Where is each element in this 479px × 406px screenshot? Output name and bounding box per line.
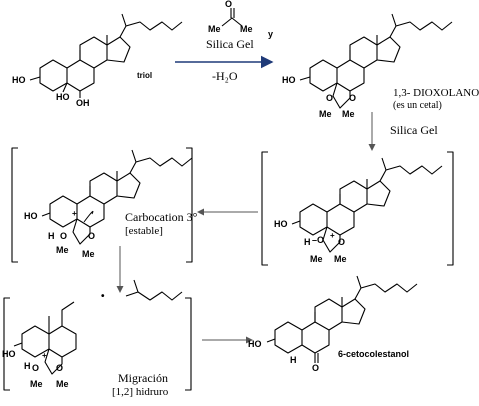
dioxolane-me-right: Me bbox=[342, 109, 355, 119]
migration-me-right: Me bbox=[56, 379, 69, 389]
protonated-o: –O bbox=[312, 235, 325, 245]
bracket-protonated bbox=[261, 151, 454, 266]
dioxolane-subtitle: (es un cetal) bbox=[393, 100, 442, 111]
step2-reagent: Silica Gel bbox=[390, 123, 438, 137]
dioxolane-o-left: O bbox=[326, 93, 334, 103]
migration-plus: + bbox=[42, 351, 47, 360]
migration-h: H bbox=[24, 361, 31, 371]
protonated-me-left: Me bbox=[310, 254, 323, 264]
product-h: H bbox=[290, 355, 297, 365]
reagent-methyl-left: Me bbox=[208, 24, 221, 34]
reaction-scheme bbox=[3, 8, 454, 391]
carbocation-me-left: Me bbox=[56, 245, 69, 255]
triol-ho-5: HO bbox=[56, 92, 70, 102]
migration-ho: HO bbox=[2, 349, 16, 359]
reagent-methyl-right: Me bbox=[240, 24, 253, 34]
migration-me-left: Me bbox=[30, 379, 43, 389]
water-loss: -H₂O bbox=[212, 69, 238, 83]
carbocation-ho: HO bbox=[24, 211, 38, 221]
migration-sublabel: [1,2] hidruro bbox=[112, 386, 169, 398]
migration-o-left: O bbox=[32, 363, 40, 373]
triol-name: triol bbox=[137, 71, 153, 80]
dioxolane-ho: HO bbox=[282, 75, 296, 85]
protonated-o-right: O bbox=[338, 237, 346, 247]
acetone-structure bbox=[221, 8, 243, 27]
bracket-carbocation bbox=[11, 147, 193, 263]
protonated-plus: + bbox=[330, 231, 335, 240]
carbocation-sublabel: [estable] bbox=[125, 225, 163, 237]
dioxolane-o-right: O bbox=[349, 93, 357, 103]
reagent-oxygen: O bbox=[225, 0, 233, 9]
dioxolane-me-left: Me bbox=[319, 109, 332, 119]
product-structure bbox=[266, 275, 418, 363]
dioxolane-name: 1,3- DIOXOLANO bbox=[393, 87, 479, 99]
protonated-ho: HO bbox=[274, 219, 288, 229]
migration-label: Migración bbox=[118, 371, 168, 385]
bracket-migration bbox=[3, 297, 192, 391]
carbocation-o-right: O bbox=[88, 231, 96, 241]
carbocation-h: H bbox=[48, 231, 55, 241]
carbocation-structure bbox=[41, 149, 193, 245]
protonated-me-right: Me bbox=[334, 254, 347, 264]
protonated-structure bbox=[291, 157, 443, 253]
migration-o-right: O bbox=[56, 363, 64, 373]
dioxolane-structure bbox=[299, 13, 453, 109]
triol-oh-6: OH bbox=[76, 98, 90, 108]
carbocation-me-right: Me bbox=[82, 249, 95, 259]
carbocation-label: Carbocation 3° bbox=[125, 210, 198, 224]
triol-structure bbox=[29, 13, 183, 98]
reagent-name: Silica Gel bbox=[206, 37, 254, 51]
product-name: 6-cetocolestanol bbox=[338, 349, 410, 359]
migration-dot: • bbox=[101, 291, 105, 302]
carbocation-plus: + bbox=[72, 209, 77, 218]
triol-ho-3: HO bbox=[12, 75, 26, 85]
migration-structure bbox=[13, 279, 183, 375]
product-o: O bbox=[312, 363, 320, 373]
protonated-h: H bbox=[304, 237, 311, 247]
reagent-extra: y bbox=[268, 29, 274, 39]
product-ho: HO bbox=[248, 339, 262, 349]
carbocation-o-left: O bbox=[60, 231, 68, 241]
